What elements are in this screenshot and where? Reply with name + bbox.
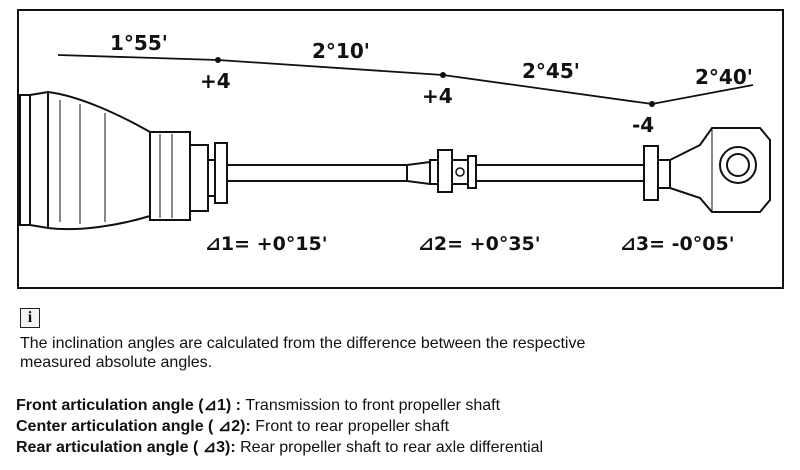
info-icon: i bbox=[20, 308, 40, 328]
rear-flange bbox=[643, 145, 659, 201]
diff-label-2: +4 bbox=[422, 84, 453, 108]
definition-front: Front articulation angle (⊿1) : Transmis… bbox=[16, 395, 786, 416]
slope-label-1: 1°55' bbox=[110, 31, 168, 55]
center-joint bbox=[429, 149, 477, 193]
info-note-line-1: The inclination angles are calculated fr… bbox=[20, 335, 586, 352]
front-propeller-shaft bbox=[226, 164, 408, 182]
articulation-label-1: ⊿1= +0°15' bbox=[205, 233, 328, 255]
definition-separator: : bbox=[245, 418, 256, 435]
transmission-housing bbox=[19, 90, 217, 231]
definition-rear: Rear articulation angle ( ⊿3): Rear prop… bbox=[16, 437, 786, 458]
diff-label-3: -4 bbox=[632, 113, 654, 137]
slope-label-2: 2°10' bbox=[312, 39, 370, 63]
diff-label-1: +4 bbox=[200, 69, 231, 93]
diagram-frame bbox=[17, 9, 784, 289]
inclination-node-1 bbox=[215, 57, 221, 63]
info-note-line-2: measured absolute angles. bbox=[20, 354, 213, 371]
definition-center: Center articulation angle ( ⊿2): Front t… bbox=[16, 416, 786, 437]
inclination-node-3 bbox=[649, 101, 655, 107]
inclination-node-2 bbox=[440, 72, 446, 78]
definition-description: Front to rear propeller shaft bbox=[255, 418, 450, 435]
drivetrain-svg: 1°55' 2°10' 2°45' 2°40' +4 +4 -4 bbox=[17, 9, 784, 289]
slope-label-3: 2°45' bbox=[522, 59, 580, 83]
definition-separator: : bbox=[231, 397, 246, 414]
definition-description: Rear propeller shaft to rear axle differ… bbox=[240, 439, 544, 456]
definition-description: Transmission to front propeller shaft bbox=[245, 397, 501, 414]
definition-term: Center articulation angle ( ⊿2) bbox=[16, 418, 246, 435]
drivetrain-diagram: 1°55' 2°10' 2°45' 2°40' +4 +4 -4 bbox=[17, 9, 784, 289]
articulation-label-3: ⊿3= -0°05' bbox=[620, 233, 735, 255]
rear-propeller-shaft bbox=[475, 164, 645, 182]
info-note: The inclination angles are calculated fr… bbox=[20, 334, 720, 372]
front-shaft-taper bbox=[406, 160, 431, 186]
definitions-list: Front articulation angle (⊿1) : Transmis… bbox=[16, 395, 786, 458]
rear-axle-differential bbox=[657, 127, 771, 213]
definition-term: Front articulation angle (⊿1) bbox=[16, 397, 232, 414]
inclination-line bbox=[57, 54, 754, 105]
slope-label-4: 2°40' bbox=[695, 65, 753, 89]
front-flange bbox=[214, 142, 228, 204]
definition-separator: : bbox=[230, 439, 241, 456]
definition-term: Rear articulation angle ( ⊿3) bbox=[16, 439, 231, 456]
articulation-label-2: ⊿2= +0°35' bbox=[418, 233, 541, 255]
